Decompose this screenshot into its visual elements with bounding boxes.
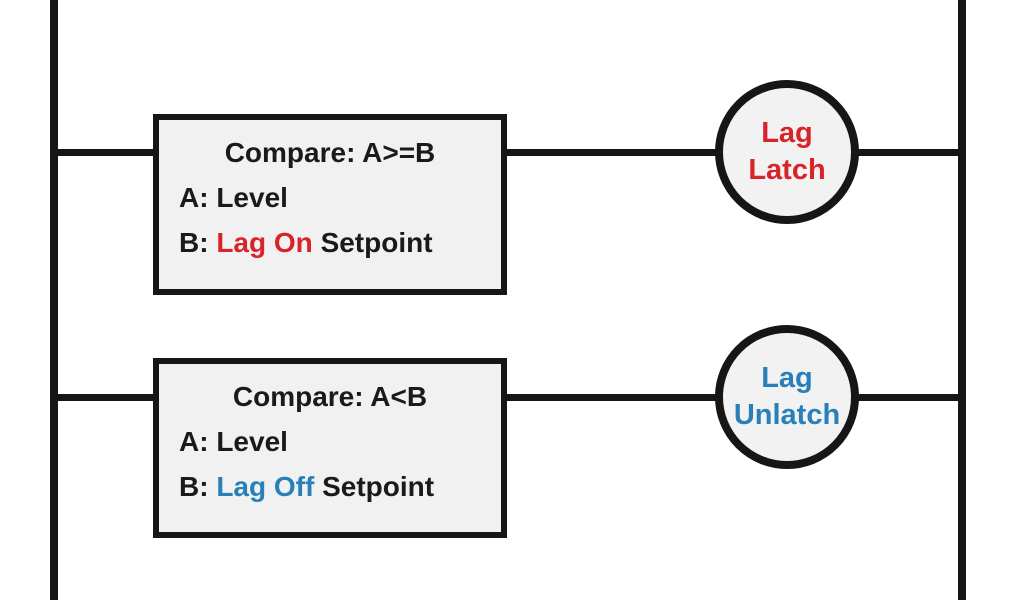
operand-a-value: Level [216,182,288,213]
operand-a-value: Level [216,426,288,457]
operand-b-label: B: [179,471,209,502]
compare-title: Compare: A>=B [224,137,436,168]
operand-a-row: A: Level [159,175,501,220]
operand-b-row: B: Lag Off Setpoint [159,464,501,509]
coil-label-line2: Unlatch [733,399,841,431]
operand-a-row: A: Level [159,419,501,464]
coil-label-line2: Latch [748,154,826,186]
operand-b-highlight: Lag On [216,227,313,258]
coil-label-line1: Lag [761,362,813,394]
operand-b-suffix: Setpoint [322,471,435,502]
rung-1-wire [54,149,962,156]
operand-b-label: B: [179,227,209,258]
rung-2-wire [54,394,962,401]
operand-b-highlight: Lag Off [216,471,315,502]
left-power-rail [50,0,58,600]
operand-b-suffix: Setpoint [320,227,433,258]
coil-label-line1: Lag [761,117,813,149]
right-power-rail [958,0,966,600]
operand-b-row: B: Lag On Setpoint [159,220,501,265]
operand-a-label: A: [179,426,209,457]
coil-lag-unlatch: Lag Unlatch [715,325,859,469]
operand-a-label: A: [179,182,209,213]
compare-block-lag-on: Compare: A>=B A: Level B: Lag On Setpoin… [153,114,507,295]
coil-lag-latch: Lag Latch [715,80,859,224]
compare-title: Compare: A<B [232,381,428,412]
compare-block-lag-off: Compare: A<B A: Level B: Lag Off Setpoin… [153,358,507,538]
